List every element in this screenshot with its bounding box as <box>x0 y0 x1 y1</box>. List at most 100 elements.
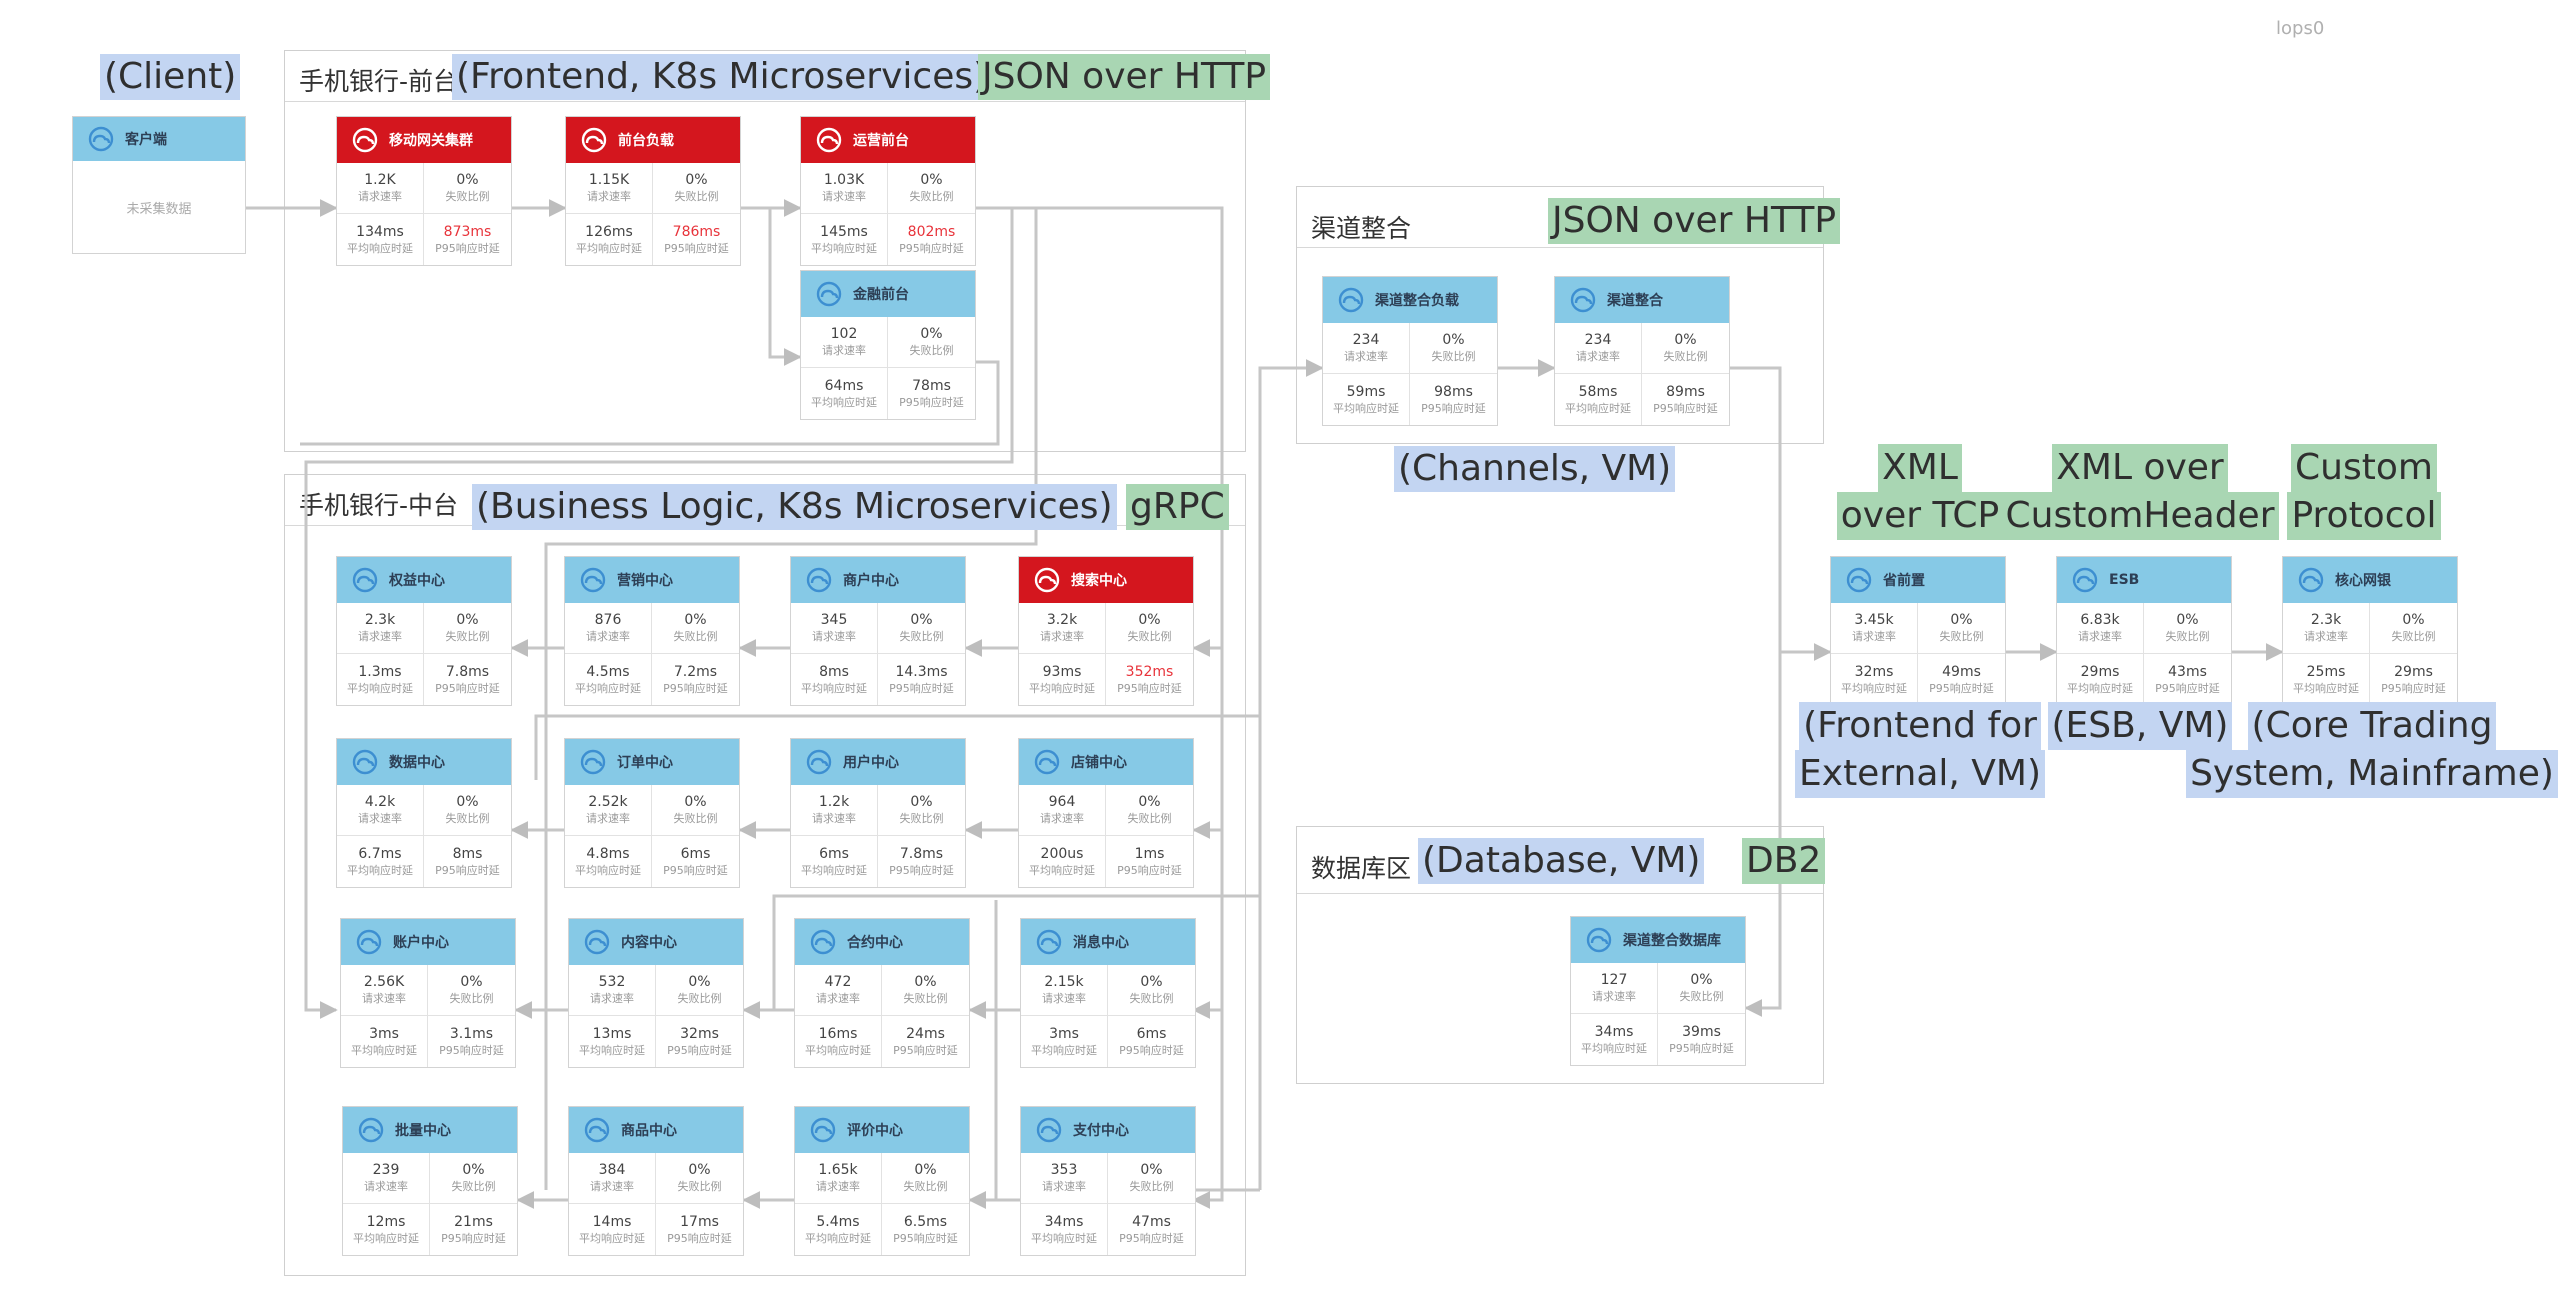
service-card-header: 消息中心 <box>1021 919 1195 965</box>
metric-rate-value: 964 <box>1048 794 1076 810</box>
metric-fail-value: 0% <box>2402 612 2425 628</box>
metric-rate-value: 234 <box>1352 332 1380 348</box>
metric-fail-label: 失败比例 <box>445 190 490 203</box>
metric-rate-label: 请求速率 <box>590 992 634 1005</box>
metric-fail-value: 0% <box>456 172 479 188</box>
metric-avg-label: 平均响应时延 <box>575 863 641 877</box>
database-group-title: 数据库区 <box>1311 854 1412 883</box>
metric-p95-label: P95响应时延 <box>893 1043 958 1057</box>
metric-rate-value: 127 <box>1600 972 1628 988</box>
metric-fail: 0%失败比例 <box>653 163 740 214</box>
metric-avg-value: 6.7ms <box>358 845 402 862</box>
service-card-header: 金融前台 <box>801 271 975 317</box>
client-node[interactable]: 客户端 未采集数据 <box>72 116 246 254</box>
metric-fail-value: 0% <box>462 1162 485 1178</box>
service-card-title: 省前置 <box>1883 573 1925 589</box>
cloud-icon <box>806 567 832 593</box>
metric-p95-label: P95响应时延 <box>435 681 500 695</box>
cloud-icon <box>816 127 842 153</box>
metric-p95-value: 1ms <box>1134 845 1165 862</box>
cloud-icon <box>1036 1117 1062 1143</box>
metric-fail-label: 失败比例 <box>903 992 948 1005</box>
metric-avg-label: 平均响应时延 <box>353 1231 419 1245</box>
cloud-icon <box>584 929 610 955</box>
service-card-header: 权益中心 <box>337 557 511 603</box>
metric-fail-value: 0% <box>684 612 707 628</box>
metric-fail-label: 失败比例 <box>451 1180 496 1193</box>
metric-rate-label: 请求速率 <box>1040 630 1084 643</box>
cloud-icon <box>2072 567 2098 593</box>
metric-rate-label: 请求速率 <box>816 1180 860 1193</box>
metric-fail-value: 0% <box>910 612 933 628</box>
metric-fail: 0%失败比例 <box>1106 603 1193 654</box>
metric-fail-value: 0% <box>460 974 483 990</box>
metric-fail-value: 0% <box>914 1162 937 1178</box>
metric-fail-value: 0% <box>1690 972 1713 988</box>
metric-rate-value: 2.15k <box>1044 974 1084 990</box>
metric-rate-value: 4.2k <box>364 794 396 810</box>
cloud-icon <box>810 1117 836 1143</box>
service-card-title: 核心网银 <box>2335 573 2391 589</box>
metric-fail-label: 失败比例 <box>903 1180 948 1193</box>
business-protocol-label: gRPC <box>1126 484 1229 530</box>
cloud-icon <box>352 127 378 153</box>
service-card-title: 合约中心 <box>847 935 903 951</box>
metric-p95-label: P95响应时延 <box>667 1043 732 1057</box>
cloud-icon <box>580 567 606 593</box>
metric-fail: 0%失败比例 <box>2370 603 2457 654</box>
metric-p95-value: 39ms <box>1682 1023 1721 1040</box>
frontend-group-title: 手机银行-前台 <box>299 67 459 96</box>
metric-fail-value: 0% <box>2176 612 2199 628</box>
metric-avg-label: 平均响应时延 <box>2293 681 2359 695</box>
metric-fail-value: 0% <box>1138 794 1161 810</box>
metric-p95-value: 8ms <box>452 845 483 862</box>
frontend-group-header <box>285 51 1245 102</box>
metric-rate-value: 1.2K <box>364 172 396 188</box>
metric-rate-label: 请求速率 <box>2078 630 2122 643</box>
